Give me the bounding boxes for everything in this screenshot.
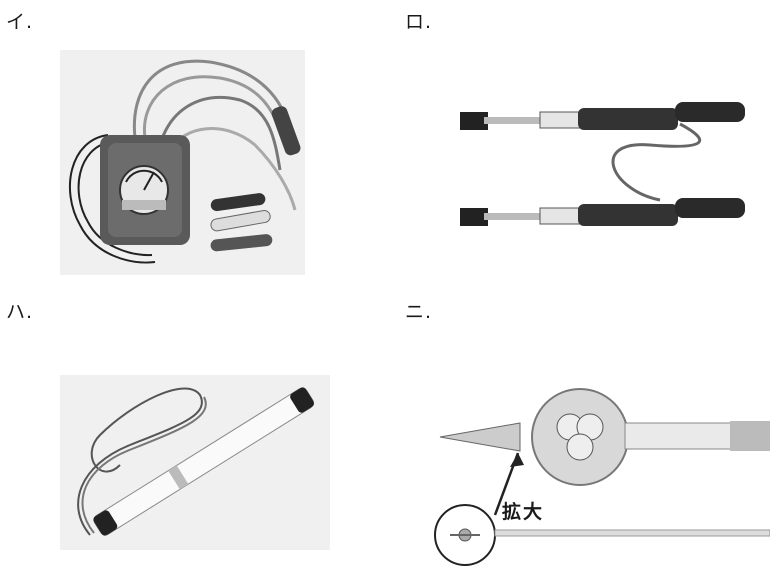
item-label-ha: ハ. bbox=[6, 301, 34, 323]
item-label-ni: ニ. bbox=[405, 301, 433, 323]
photo-voltage-probes bbox=[460, 90, 755, 240]
photo-detector-zoom bbox=[430, 375, 770, 570]
item-label-i: イ. bbox=[6, 11, 34, 33]
photo-tube-tester bbox=[60, 375, 330, 550]
zoom-label: 拡大 bbox=[502, 501, 545, 523]
item-label-ro: ロ. bbox=[405, 11, 433, 33]
photo-tester bbox=[60, 50, 305, 275]
